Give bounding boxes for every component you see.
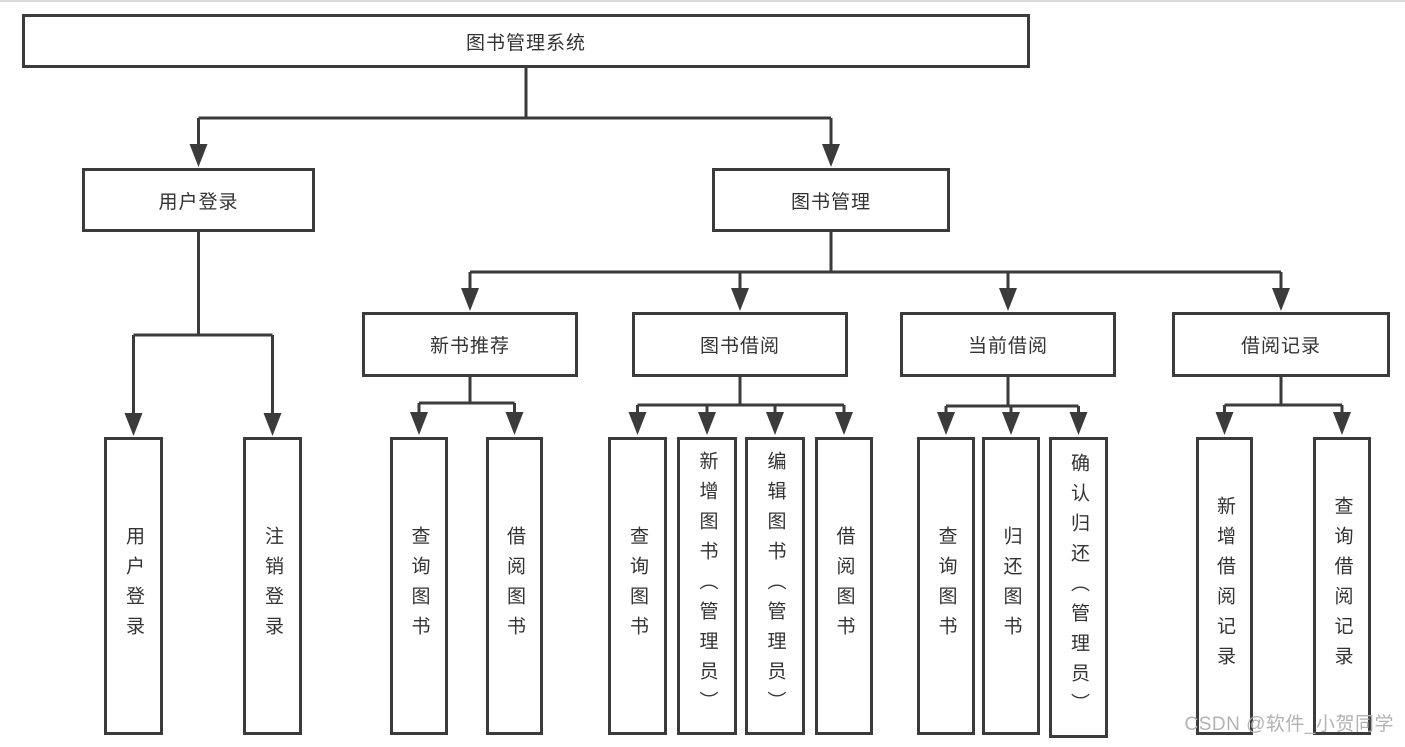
leaf-current-query-book: 查询图书 [917,437,975,735]
node-new-book-recommend: 新书推荐 [362,312,578,377]
node-current-borrowing: 当前借阅 [900,312,1116,377]
node-book-borrowing: 图书借阅 [632,312,848,377]
node-borrowing-records: 借阅记录 [1172,312,1390,377]
node-user-login: 用户登录 [82,168,315,232]
leaf-recommend-query-book: 查询图书 [390,437,448,735]
leaf-current-confirm-return-admin: 确认归还（管理员） [1049,437,1108,738]
leaf-borrowing-borrow-book: 借阅图书 [815,437,873,735]
leaf-logout-login: 注销登录 [243,437,302,735]
leaf-records-add-record: 新增借阅记录 [1196,437,1253,735]
csdn-watermark: CSDN @软件_小贺同学 [1184,714,1394,735]
node-library-management-system: 图书管理系统 [22,14,1030,68]
leaf-borrowing-add-book-admin: 新增图书（管理员） [677,437,737,735]
leaf-recommend-borrow-book: 借阅图书 [486,437,543,735]
leaf-records-query-record: 查询借阅记录 [1313,437,1371,735]
page-top-divider [0,0,1405,2]
leaf-user-login: 用户登录 [104,437,163,735]
leaf-current-return-book: 归还图书 [982,437,1040,735]
leaf-borrowing-edit-book-admin: 编辑图书（管理员） [745,437,805,735]
leaf-borrowing-query-book: 查询图书 [608,437,667,735]
node-book-management: 图书管理 [712,168,950,232]
arrowheads [124,144,1351,436]
